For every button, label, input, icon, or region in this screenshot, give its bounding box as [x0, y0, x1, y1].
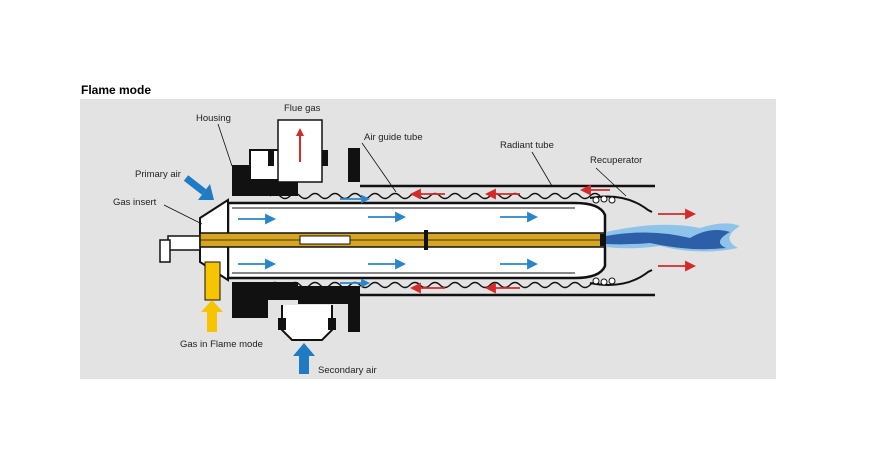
gas-tube-nozzle: [600, 234, 608, 246]
recuperator-leader: [595, 167, 627, 197]
housing-leader: [217, 123, 233, 167]
recuperator-fins: [592, 195, 616, 286]
burner-body: [159, 119, 655, 341]
label-gas-in-flame-mode: Gas in Flame mode: [180, 339, 263, 350]
flue-gas-arrows: [409, 184, 697, 294]
label-primary-air: Primary air: [135, 169, 181, 180]
secondary-air-arrow-icon: [293, 343, 315, 374]
leader-lines: [163, 123, 627, 225]
air-guide-tube-leader: [361, 142, 397, 193]
page-title: Flame mode: [81, 83, 152, 97]
gas-tube-spacer: [424, 230, 428, 250]
secondary-air-bolt-right: [328, 318, 336, 330]
label-housing: Housing: [196, 113, 231, 124]
air-flow-arrows: [238, 194, 539, 288]
flue-gas-arrow-icon: [296, 128, 304, 162]
housing-bottom: [232, 282, 298, 318]
label-air-guide-tube: Air guide tube: [364, 132, 423, 143]
gas-insert-cap: [159, 239, 171, 263]
housing-bottom-flange: [298, 286, 360, 304]
radiant-tube-leader: [531, 151, 553, 187]
gas-arrow-icon: [201, 300, 223, 332]
label-flue-gas: Flue gas: [284, 103, 321, 114]
label-radiant-tube: Radiant tube: [500, 140, 554, 151]
flame-icon: [606, 223, 740, 252]
gas-insert-connector: [167, 235, 201, 251]
label-secondary-air: Secondary air: [318, 365, 377, 376]
housing-clamp-bottom: [348, 298, 360, 332]
housing-bolt-right: [322, 150, 328, 166]
label-gas-insert: Gas insert: [113, 197, 157, 208]
label-recuperator: Recuperator: [590, 155, 642, 166]
gas-tube-sleeve: [299, 235, 351, 245]
primary-air-arrow-icon: [183, 175, 214, 200]
gas-inlet-pipe: [204, 261, 221, 301]
secondary-air-inlet: [281, 305, 333, 341]
housing-bolt-left: [268, 150, 274, 166]
housing-clamp-top: [348, 148, 360, 182]
secondary-air-bolt-left: [278, 318, 286, 330]
gas-insert-leader: [163, 204, 203, 225]
